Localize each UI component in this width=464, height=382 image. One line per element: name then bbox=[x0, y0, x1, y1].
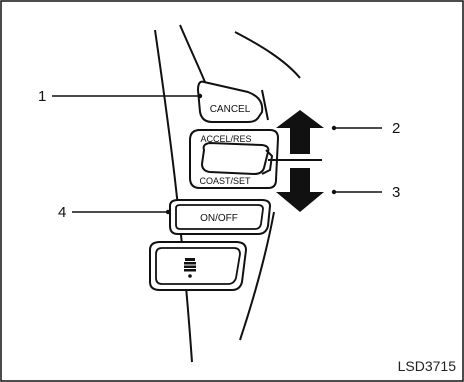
callout-4: 4 bbox=[58, 204, 171, 221]
callout-1: 1 bbox=[38, 88, 203, 105]
on-off-button[interactable]: ON/OFF bbox=[169, 199, 272, 235]
cancel-button[interactable]: CANCEL bbox=[196, 80, 264, 123]
callout-number-1: 1 bbox=[38, 88, 46, 105]
accel-res-label: ACCEL/RES bbox=[200, 134, 251, 144]
figure-code: LSD3715 bbox=[398, 358, 457, 374]
coast-set-label: COAST/SET bbox=[199, 176, 251, 186]
callout-2: 2 bbox=[331, 120, 400, 137]
cancel-button-label: CANCEL bbox=[210, 104, 251, 115]
up-arrow-icon bbox=[276, 110, 324, 154]
callout-number-2: 2 bbox=[392, 120, 400, 137]
down-arrow-icon bbox=[276, 168, 324, 212]
on-off-button-label: ON/OFF bbox=[200, 213, 238, 224]
callout-number-3: 3 bbox=[392, 184, 400, 201]
callout-3: 3 bbox=[331, 184, 400, 201]
callout-number-4: 4 bbox=[58, 204, 66, 221]
switch-panel-right-edge bbox=[239, 211, 275, 341]
vehicle-distance-icon bbox=[184, 258, 196, 278]
steering-wheel-outer-edge bbox=[154, 29, 193, 363]
rocker-knob[interactable] bbox=[200, 141, 270, 176]
rocker-knob-side bbox=[261, 149, 274, 175]
distance-button[interactable] bbox=[149, 241, 248, 291]
switch-panel-top-edge bbox=[261, 89, 269, 121]
accel-coast-rocker-switch[interactable]: ACCEL/RES COAST/SET bbox=[189, 129, 280, 189]
steering-wheel-rim-arc bbox=[234, 31, 301, 79]
